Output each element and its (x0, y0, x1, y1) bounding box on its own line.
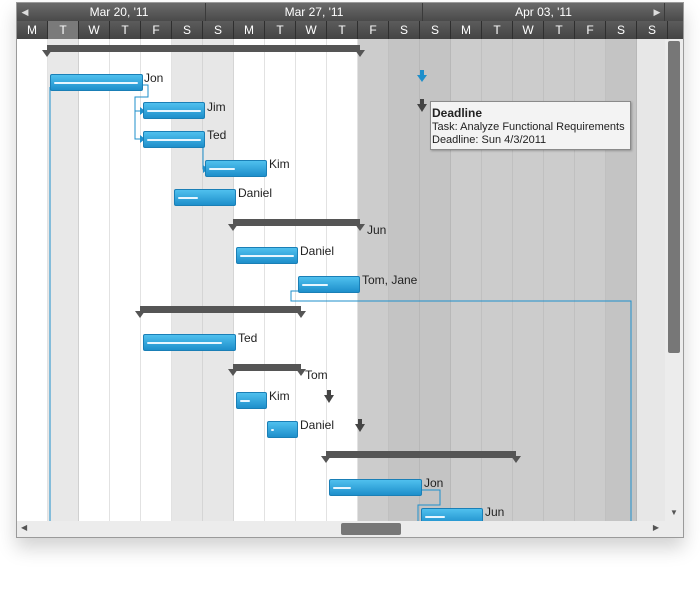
resource-label: Daniel (300, 418, 335, 432)
day-label: M (17, 21, 48, 39)
task-bar[interactable] (143, 102, 205, 119)
day-label: S (637, 21, 668, 39)
weekend-column (203, 39, 234, 521)
day-label: T (110, 21, 141, 39)
day-label: W (296, 21, 327, 39)
summary-bar[interactable] (321, 451, 521, 463)
day-label: T (482, 21, 513, 39)
resource-label: Tom (305, 368, 328, 382)
day-column (110, 39, 141, 521)
day-label: F (141, 21, 172, 39)
resource-label: Ted (207, 128, 227, 142)
deadline-arrow-icon[interactable] (417, 70, 427, 82)
day-label: T (327, 21, 358, 39)
task-bar[interactable] (143, 334, 236, 351)
scroll-left-week-icon[interactable]: ◀ (21, 7, 29, 17)
day-label-today: T (48, 21, 79, 39)
tooltip-deadline: Deadline: Sun 4/3/2011 (432, 134, 547, 146)
day-column (234, 39, 265, 521)
vertical-scrollbar[interactable]: ▼ (665, 39, 683, 521)
summary-bar[interactable] (42, 45, 365, 57)
milestone-icon[interactable] (417, 99, 427, 112)
day-label: F (358, 21, 389, 39)
weekend-column (172, 39, 203, 521)
task-bar[interactable] (50, 74, 143, 91)
deadline-tooltip: Deadline Task: Analyze Functional Requir… (430, 101, 631, 150)
day-label: T (544, 21, 575, 39)
day-header: M T W T F S S M T W T F S S M T W T F S … (17, 21, 683, 39)
timeline-area[interactable]: Jon Jim Ted Kim Daniel Jun Daniel Tom, J… (17, 39, 665, 521)
resource-label: Jon (424, 476, 444, 490)
resource-label: Ted (238, 331, 258, 345)
scroll-right-icon[interactable]: ▶ (652, 523, 659, 532)
resource-label: Kim (269, 389, 290, 403)
summary-bar[interactable] (228, 364, 306, 376)
day-label: W (79, 21, 110, 39)
milestone-icon[interactable] (355, 419, 365, 432)
day-label: W (513, 21, 544, 39)
day-column-today (48, 39, 79, 521)
task-bar[interactable] (329, 479, 422, 496)
resource-label: Daniel (238, 186, 273, 200)
resource-label: Jon (144, 71, 164, 85)
day-label: S (606, 21, 637, 39)
week-label: Mar 20, '11 (33, 3, 206, 21)
gantt-chart: ◀ Mar 20, '11 Mar 27, '11 Apr 03, '11 ▶ … (16, 2, 684, 538)
summary-bar[interactable] (228, 219, 365, 231)
milestone-icon[interactable] (324, 390, 334, 403)
week-label: Mar 27, '11 (206, 3, 423, 21)
task-bar[interactable] (298, 276, 360, 293)
scroll-right-week-icon[interactable]: ▶ (653, 7, 661, 17)
scroll-down-icon[interactable]: ▼ (670, 508, 678, 517)
day-label: S (389, 21, 420, 39)
vertical-scroll-thumb[interactable] (668, 41, 680, 353)
task-bar[interactable] (143, 131, 205, 148)
resource-label: Jim (207, 100, 226, 114)
task-bar[interactable] (174, 189, 236, 206)
task-bar[interactable] (205, 160, 267, 177)
weekend-column (637, 39, 665, 521)
day-label: M (451, 21, 482, 39)
day-column (141, 39, 172, 521)
task-bar[interactable] (267, 421, 298, 438)
task-bar[interactable] (236, 247, 298, 264)
day-label: F (575, 21, 606, 39)
day-label: T (265, 21, 296, 39)
day-column (79, 39, 110, 521)
week-label: Apr 03, '11 (423, 3, 665, 21)
day-column (17, 39, 48, 521)
resource-label: Kim (269, 157, 290, 171)
resource-label: Tom, Jane (362, 273, 418, 287)
tooltip-task: Task: Analyze Functional Requirements (432, 121, 625, 133)
day-column (265, 39, 296, 521)
day-label: M (234, 21, 265, 39)
scroll-left-icon[interactable]: ◀ (21, 523, 28, 532)
day-label: S (203, 21, 234, 39)
resource-label: Jun (367, 223, 387, 237)
tooltip-title: Deadline (432, 106, 483, 120)
day-label: S (420, 21, 451, 39)
resource-label: Jun (485, 505, 505, 519)
task-bar[interactable] (236, 392, 267, 409)
task-bar[interactable] (421, 508, 483, 521)
horizontal-scrollbar[interactable]: ◀ ▶ (17, 521, 683, 537)
week-header: ◀ Mar 20, '11 Mar 27, '11 Apr 03, '11 ▶ (17, 3, 683, 21)
day-label: S (172, 21, 203, 39)
resource-label: Daniel (300, 244, 335, 258)
horizontal-scroll-thumb[interactable] (341, 523, 401, 535)
summary-bar[interactable] (135, 306, 306, 318)
